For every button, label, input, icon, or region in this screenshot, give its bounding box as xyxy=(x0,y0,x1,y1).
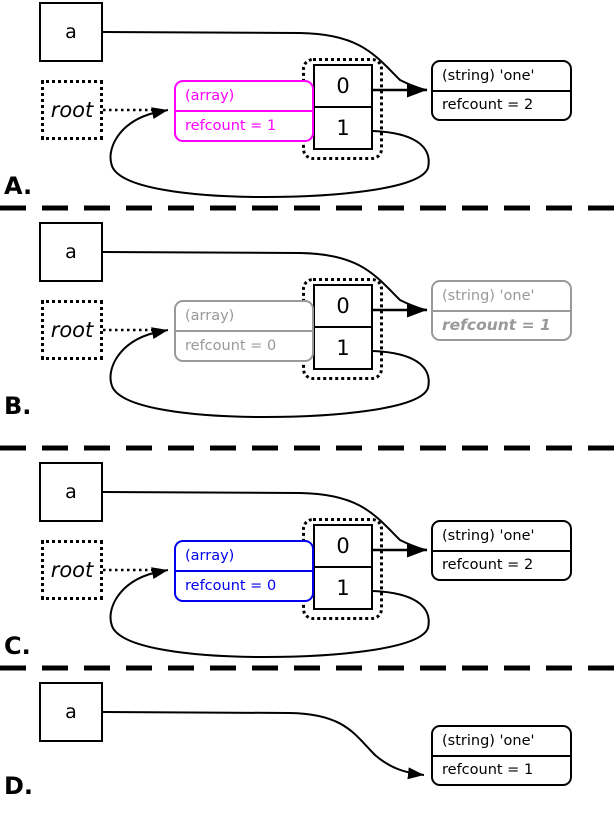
array-slot-1[interactable]: 1 xyxy=(336,576,350,600)
array-refcount-label: refcount = 1 xyxy=(185,117,277,134)
variable-label: a xyxy=(65,701,77,723)
array-slots-box[interactable]: 0 1 xyxy=(313,284,373,370)
array-slots-box[interactable]: 0 1 xyxy=(313,524,373,610)
array-slot-1[interactable]: 1 xyxy=(336,116,350,140)
array-slot-0[interactable]: 0 xyxy=(315,66,371,108)
variable-box-a[interactable]: a xyxy=(39,682,103,742)
root-label: root xyxy=(50,558,94,582)
root-box[interactable]: root xyxy=(41,540,103,600)
string-refcount-label: refcount = 1 xyxy=(442,315,551,334)
string-value-box[interactable]: (string) 'one' refcount = 1 xyxy=(431,725,572,786)
string-type-label: (string) 'one' xyxy=(433,282,570,312)
variable-label: a xyxy=(65,241,77,263)
panel-label-c: C. xyxy=(4,632,31,660)
string-type-label: (string) 'one' xyxy=(433,522,570,552)
array-type-label: (array) xyxy=(176,302,312,332)
string-type-label: (string) 'one' xyxy=(433,62,570,92)
array-value-box[interactable]: (array) refcount = 0 xyxy=(174,300,314,362)
root-box[interactable]: root xyxy=(41,80,103,140)
edge-index1-self-loop xyxy=(109,567,430,659)
array-refcount-label: refcount = 0 xyxy=(185,577,277,594)
string-type-label: (string) 'one' xyxy=(433,727,570,757)
string-refcount-label: refcount = 2 xyxy=(442,97,534,113)
string-value-box[interactable]: (string) 'one' refcount = 2 xyxy=(431,60,572,121)
string-value-box[interactable]: (string) 'one' refcount = 2 xyxy=(431,520,572,581)
array-type-label: (array) xyxy=(176,542,312,572)
array-value-box[interactable]: (array) refcount = 1 xyxy=(174,80,314,142)
panel-label-b: B. xyxy=(4,392,32,420)
root-box[interactable]: root xyxy=(41,300,103,360)
string-refcount-label: refcount = 1 xyxy=(442,762,534,778)
variable-box-a[interactable]: a xyxy=(39,462,103,522)
panel-d-connectors xyxy=(102,711,425,780)
variable-label: a xyxy=(65,21,77,43)
edge-index1-self-loop xyxy=(109,107,430,199)
root-label: root xyxy=(50,98,94,122)
array-type-label: (array) xyxy=(176,82,312,112)
array-value-box[interactable]: (array) refcount = 0 xyxy=(174,540,314,602)
array-slot-0[interactable]: 0 xyxy=(315,526,371,568)
edge-a-to-string xyxy=(102,711,425,780)
array-refcount-label: refcount = 0 xyxy=(185,337,277,354)
root-label: root xyxy=(50,318,94,342)
string-value-box[interactable]: (string) 'one' refcount = 1 xyxy=(431,280,572,341)
variable-box-a[interactable]: a xyxy=(39,2,103,62)
edge-index1-self-loop xyxy=(109,327,430,419)
array-slot-0[interactable]: 0 xyxy=(315,286,371,328)
array-slot-1[interactable]: 1 xyxy=(336,336,350,360)
array-slots-box[interactable]: 0 1 xyxy=(313,64,373,150)
variable-box-a[interactable]: a xyxy=(39,222,103,282)
string-refcount-label: refcount = 2 xyxy=(442,557,534,573)
panel-label-a: A. xyxy=(4,172,33,200)
variable-label: a xyxy=(65,481,77,503)
panel-label-d: D. xyxy=(4,772,34,800)
